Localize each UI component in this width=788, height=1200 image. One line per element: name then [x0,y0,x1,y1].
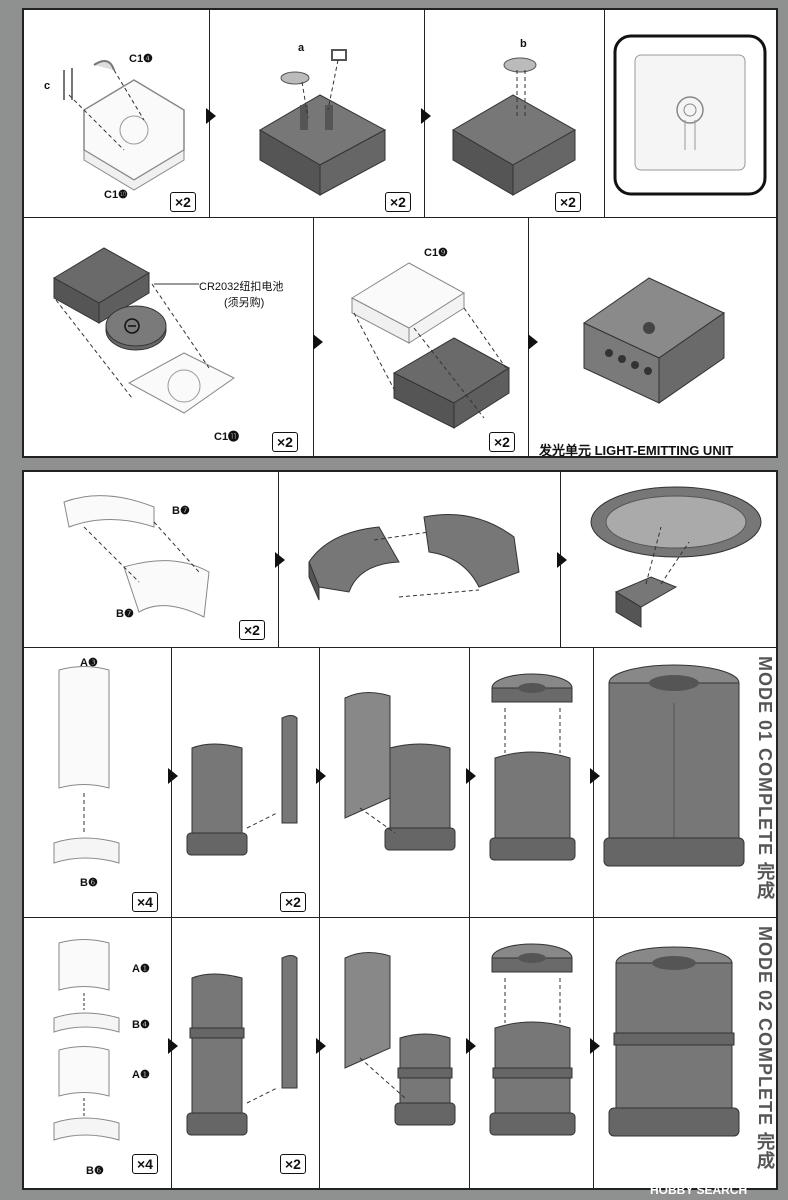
mode1-complete-cylinder-illustration [603,664,745,867]
battery-install-illustration [53,247,235,414]
cylinder-sheet-illustration [53,666,120,864]
half-shells-joining-illustration [308,514,520,601]
base-grey-part-illustration [259,49,387,196]
step-arrow [557,552,567,568]
mode2-complete-label: MODE 02 COMPLETE 完成 [755,926,775,1171]
light-emitting-unit-illustration [582,277,726,404]
quantity-badge: ×2 [239,620,265,640]
step-cell-2: a ×2 [210,10,425,218]
mode1-step-cell-4 [470,648,594,918]
base-with-part-b-illustration [452,57,577,196]
part-label-a1: A❶ [132,963,150,975]
step-arrow [313,334,323,350]
mode1-complete-label: MODE 01 COMPLETE 完成 [755,656,775,901]
quantity-badge: ×2 [170,192,196,212]
mode2-step-cell-3 [320,918,470,1188]
step-cell-6: C1❾ ×2 [314,218,529,458]
mode2-complete-cell: MODE 02 COMPLETE 完成 [594,918,778,1188]
watermark: HOBBY SEARCH [650,1183,748,1197]
stacked-sheets-illustration [53,939,120,1141]
shell-step-cell-2 [279,472,561,648]
quantity-badge: ×2 [385,192,411,212]
quantity-badge: ×2 [272,432,298,452]
bottom-panel: B❼ B❼ ×2 A❸ B❻ ×4 [22,470,778,1190]
part-label-c1-11: C1⓫ [214,431,240,443]
step-cell-4 [605,10,778,218]
step-cell-7: 发光单元 LIGHT-EMITTING UNIT [529,218,778,458]
ring-with-light-unit-illustration [590,486,762,628]
step-cell-1: C1❹ c C1❿ ×2 [24,10,210,218]
mode2-step-cell-4 [470,918,594,1188]
step-arrow [466,768,476,784]
part-label-c: c [44,80,51,92]
unit-title: 发光单元 LIGHT-EMITTING UNIT [539,443,734,458]
part-label-b6: B❻ [80,877,98,889]
part-label-a1: A❶ [132,1069,150,1081]
mode2-complete-cylinder-illustration [608,946,740,1137]
part-label-c1-10: C1❿ [104,189,128,201]
part-label-b6: B❻ [86,1165,104,1177]
part-label-a3: A❸ [80,657,98,669]
quantity-badge: ×2 [555,192,581,212]
shell-step-cell-1: B❼ B❼ ×2 [24,472,279,648]
part-label-a: a [298,42,305,54]
step-arrow [206,108,216,124]
step-cell-5: CR2032纽扣电池 (须另购) C1⓫ ×2 [24,218,314,458]
part-label-c1-4: C1❹ [129,53,153,65]
step-arrow [421,108,431,124]
part-label-c1-9: C1❾ [424,247,448,259]
full-cylinder-joining-illustration [344,692,456,851]
part-label-b: b [520,38,527,50]
tall-cylinder-joining-illustration [344,952,456,1126]
battery-note: (须另购) [224,297,265,309]
part-label-b7: B❼ [116,608,134,620]
quantity-badge: ×2 [280,1154,306,1174]
top-panel: C1❹ c C1❿ ×2 a ×2 b ×2 [22,8,778,458]
quantity-badge: ×2 [280,892,306,912]
mode1-step-cell-2: ×2 [172,648,320,918]
cylinder-with-cap-illustration [489,673,576,861]
mode1-step-cell-3 [320,648,470,918]
quantity-badge: ×4 [132,1154,158,1174]
part-label-b7: B❼ [172,505,190,517]
mode2-step-cell-2: ×2 [172,918,320,1188]
cover-install-illustration [350,262,510,429]
step-arrow [590,768,600,784]
step-arrow [168,1038,178,1054]
quantity-badge: ×4 [132,892,158,912]
mode2-step-cell-1: A❶ B❹ A❶ B❻ ×4 [24,918,172,1188]
mode1-complete-cell: MODE 01 COMPLETE 完成 [594,648,778,918]
base-clear-part-illustration [63,60,185,191]
step-arrow [316,768,326,784]
battery-label: CR2032纽扣电池 [199,281,284,293]
quantity-badge: ×2 [489,432,515,452]
step-arrow [528,334,538,350]
step-cell-3: b ×2 [425,10,605,218]
step-arrow [466,1038,476,1054]
mode1-step-cell-1: A❸ B❻ ×4 [24,648,172,918]
half-cylinder-assembly-illustration [186,715,298,856]
tall-cylinder-with-cap-illustration [489,943,576,1136]
step-arrow [590,1038,600,1054]
step-arrow [316,1038,326,1054]
step-arrow [275,552,285,568]
step-arrow [168,768,178,784]
half-tall-cylinder-illustration [186,955,298,1136]
part-label-b4: B❹ [132,1019,150,1031]
half-shell-clear-illustration [63,495,210,618]
assembled-base-detail-view [613,34,767,196]
shell-step-cell-3 [561,472,778,648]
